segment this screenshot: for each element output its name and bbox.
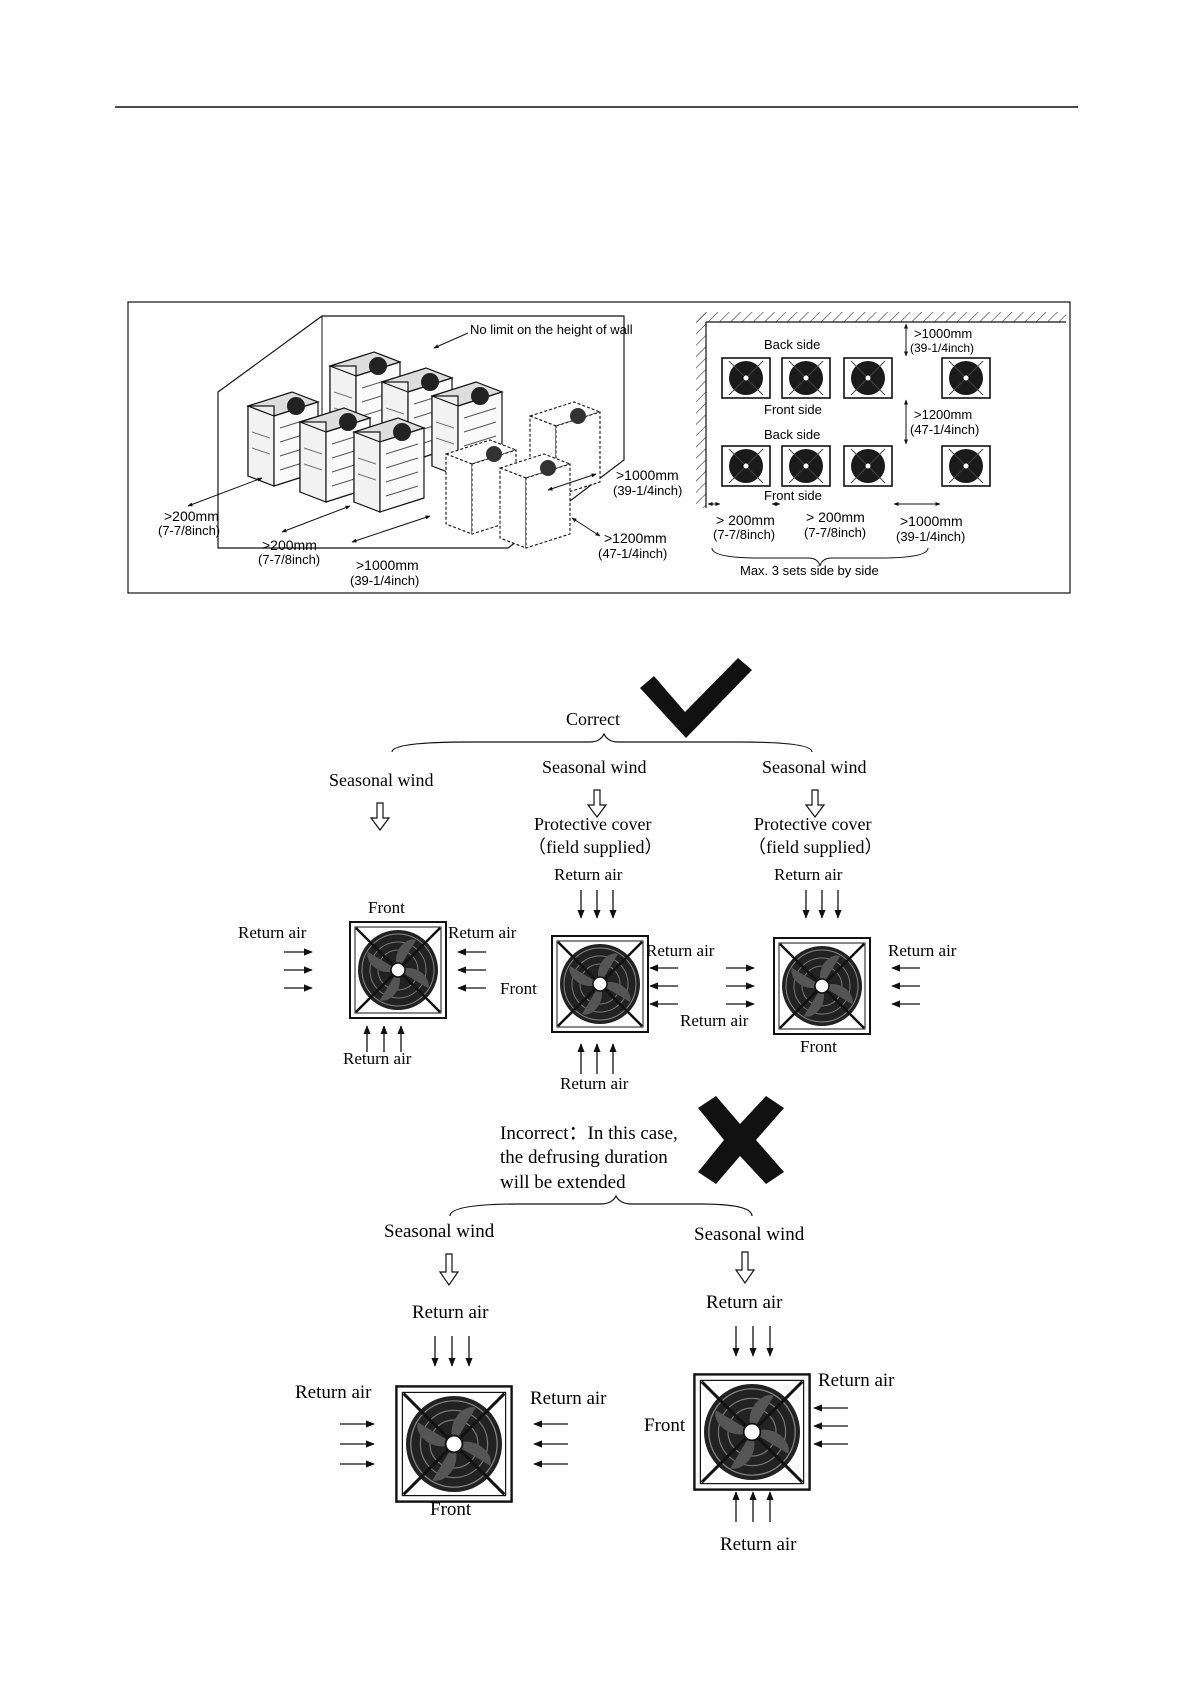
wall-height-note: No limit on the height of wall bbox=[470, 322, 633, 337]
fan-unit-icon bbox=[692, 1372, 812, 1492]
installation-plan-view: Back side Front side Back side Front sid… bbox=[696, 312, 1066, 578]
back-side-label: Back side bbox=[764, 337, 820, 352]
dim-label: (39-1/4inch) bbox=[613, 483, 682, 498]
fan-unit-icon bbox=[348, 920, 448, 1020]
front-label: Front bbox=[644, 1415, 686, 1436]
incorrect-line-2: the defrusing duration bbox=[500, 1147, 668, 1168]
front-label: Front bbox=[368, 898, 405, 917]
seasonal-wind-label: Seasonal wind bbox=[329, 770, 433, 790]
dim-label: (39-1/4inch) bbox=[896, 529, 965, 544]
wind-arrow-icon bbox=[734, 1251, 756, 1285]
incorrect-layout-2: Seasonal wind Return air Return air Fron… bbox=[644, 1224, 895, 1555]
dim-label: (39-1/4inch) bbox=[910, 341, 974, 355]
dim-label: >1000mm bbox=[900, 513, 963, 529]
plan-fan-icon bbox=[941, 357, 991, 399]
dim-label: >200mm bbox=[262, 537, 317, 553]
dim-label: >1000mm bbox=[914, 326, 972, 341]
correct-label: Correct bbox=[566, 709, 620, 729]
correct-layout-3: Seasonal wind Protective cover （field su… bbox=[680, 757, 957, 1056]
front-label: Front bbox=[500, 979, 537, 998]
dim-label: >1000mm bbox=[356, 557, 419, 573]
field-supplied-note: （field supplied） bbox=[528, 837, 662, 857]
check-mark-icon bbox=[640, 658, 752, 738]
front-label: Front bbox=[430, 1499, 472, 1520]
return-air-label: Return air bbox=[448, 923, 517, 942]
outdoor-unit-icon bbox=[353, 417, 425, 513]
front-side-label: Front side bbox=[764, 402, 822, 417]
incorrect-line-1: Incorrect：In this case, bbox=[500, 1123, 678, 1144]
installation-figure: No limit on the height of wall >200mm (7… bbox=[127, 301, 1071, 594]
plan-fan-icon bbox=[843, 357, 893, 399]
seasonal-wind-label: Seasonal wind bbox=[542, 757, 646, 777]
dim-label: >1000mm bbox=[616, 467, 679, 483]
dim-label: >1200mm bbox=[604, 530, 667, 546]
field-supplied-note: （field supplied） bbox=[748, 837, 882, 857]
installation-3d-view: No limit on the height of wall >200mm (7… bbox=[158, 315, 682, 588]
return-air-label: Return air bbox=[343, 1049, 412, 1068]
fan-unit-icon bbox=[772, 936, 872, 1036]
plan-fan-icon bbox=[721, 357, 771, 399]
plan-fan-icon bbox=[781, 445, 831, 487]
protective-cover-label: Protective cover bbox=[754, 814, 871, 834]
plan-fan-icon bbox=[941, 445, 991, 487]
dim-label: >200mm bbox=[164, 508, 219, 524]
wind-arrow-icon bbox=[586, 789, 608, 818]
fan-unit-icon bbox=[394, 1384, 514, 1504]
plan-fan-icon bbox=[721, 445, 771, 487]
protective-cover-label: Protective cover bbox=[534, 814, 651, 834]
return-air-label: Return air bbox=[706, 1292, 783, 1313]
dim-label: > 200mm bbox=[716, 512, 775, 528]
dim-label: (7-7/8inch) bbox=[713, 527, 775, 542]
plan-fan-icon bbox=[843, 445, 893, 487]
return-air-label: Return air bbox=[646, 941, 715, 960]
dim-label: (47-1/4inch) bbox=[598, 546, 667, 561]
wind-arrow-icon bbox=[804, 789, 826, 818]
seasonal-wind-label: Seasonal wind bbox=[694, 1224, 805, 1245]
return-air-label: Return air bbox=[560, 1074, 629, 1093]
dim-label: >1200mm bbox=[914, 407, 972, 422]
fan-unit-icon bbox=[550, 934, 650, 1034]
return-air-label: Return air bbox=[412, 1302, 489, 1323]
dim-label: > 200mm bbox=[806, 509, 865, 525]
seasonal-wind-label: Seasonal wind bbox=[762, 757, 866, 777]
max-sets-note: Max. 3 sets side by side bbox=[740, 563, 879, 578]
dim-label: (39-1/4inch) bbox=[350, 573, 419, 588]
plan-fan-icon bbox=[781, 357, 831, 399]
dim-label: (7-7/8inch) bbox=[804, 525, 866, 540]
dim-label: (47-1/4inch) bbox=[910, 422, 979, 437]
seasonal-wind-label: Seasonal wind bbox=[384, 1221, 495, 1242]
dim-label: (7-7/8inch) bbox=[158, 523, 220, 538]
incorrect-line-3: will be extended bbox=[500, 1172, 626, 1193]
correct-section: Correct Seasonal wind Front Return air R… bbox=[238, 658, 957, 1093]
return-air-label: Return air bbox=[530, 1388, 607, 1409]
return-air-label: Return air bbox=[554, 865, 623, 884]
front-label: Front bbox=[800, 1037, 837, 1056]
front-side-label: Front side bbox=[764, 488, 822, 503]
wind-arrow-icon bbox=[369, 802, 391, 831]
incorrect-section: Incorrect：In this case, the defrusing du… bbox=[295, 1096, 895, 1555]
return-air-label: Return air bbox=[295, 1382, 372, 1403]
incorrect-layout-1: Seasonal wind Return air Return air Retu… bbox=[295, 1221, 607, 1520]
return-air-label: Return air bbox=[238, 923, 307, 942]
return-air-label: Return air bbox=[818, 1370, 895, 1391]
cross-mark-icon bbox=[698, 1096, 784, 1184]
return-air-label: Return air bbox=[888, 941, 957, 960]
correct-layout-1: Seasonal wind Front Return air Return ai… bbox=[238, 770, 517, 1068]
return-air-label: Return air bbox=[680, 1011, 749, 1030]
return-air-label: Return air bbox=[774, 865, 843, 884]
return-air-label: Return air bbox=[720, 1534, 797, 1555]
correct-layout-2: Seasonal wind Protective cover （field su… bbox=[500, 757, 715, 1093]
dim-label: (7-7/8inch) bbox=[258, 552, 320, 567]
outdoor-unit-dashed-icon bbox=[499, 453, 571, 549]
wind-arrow-icon bbox=[438, 1253, 460, 1287]
back-side-label: Back side bbox=[764, 427, 820, 442]
